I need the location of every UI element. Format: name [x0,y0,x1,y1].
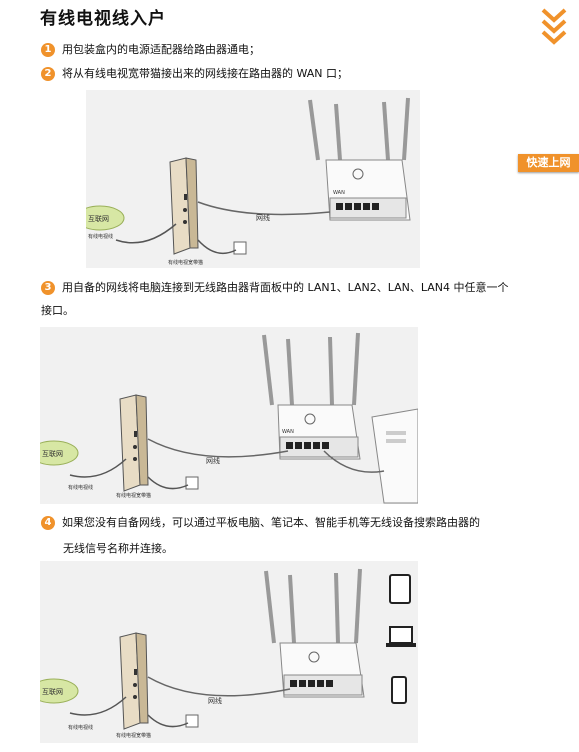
quick-internet-tab[interactable]: 快速上网 [518,154,579,172]
modem-icon [169,157,199,255]
cloud-icon: 互联网 [40,440,79,466]
step-text: 如果您没有自备网线，可以通过平板电脑、笔记本、智能手机等无线设备搜索路由器的 [62,516,480,529]
svg-text:有线电视线: 有线电视线 [88,233,113,240]
svg-text:有线电视宽带猫: 有线电视宽带猫 [168,259,203,266]
svg-text:有线电视线: 有线电视线 [68,724,93,731]
step-3: 3 用自备的网线将电脑连接到无线路由器背面板中的 LAN1、LAN2、LAN、LA… [41,279,509,297]
svg-text:互联网: 互联网 [88,214,109,223]
svg-text:有线电视宽带猫: 有线电视宽带猫 [116,732,151,739]
step-1: 1 用包装盒内的电源适配器给路由器通电； [41,41,260,59]
modem-icon [119,394,149,492]
svg-text:WAN: WAN [282,429,294,435]
svg-text:网线: 网线 [208,696,222,705]
router-icon: WAN [262,332,361,460]
step-2: 2 将从有线电视宽带猫接出来的网线接在路由器的 WAN 口； [41,65,348,83]
step-4-continued: 无线信号名称并连接。 [63,542,173,555]
smartphone-icon [391,676,407,704]
step-text: 用包装盒内的电源适配器给路由器通电； [62,43,260,56]
cloud-icon: 互联网 [86,205,125,231]
svg-text:互联网: 互联网 [42,449,63,458]
desktop-computer-icon [371,408,418,504]
svg-text:网线: 网线 [206,456,220,465]
step-text: 将从有线电视宽带猫接出来的网线接在路由器的 WAN 口； [62,67,349,80]
step-number-badge: 3 [41,281,55,295]
svg-text:有线电视线: 有线电视线 [68,484,93,491]
router-icon: WAN [308,97,411,221]
wan-connection-diagram: WAN 互联网 有线电视线 有线电视宽带猫 网线 [86,90,420,268]
step-number-badge: 2 [41,67,55,81]
step-text: 用自备的网线将电脑连接到无线路由器背面板中的 LAN1、LAN2、LAN、LAN… [62,281,509,294]
cloud-icon: 互联网 [40,678,79,704]
modem-icon [119,632,149,730]
step-number-badge: 4 [41,516,55,530]
wireless-connection-diagram: 互联网 有线电视线 有线电视宽带猫 网线 [40,561,418,743]
step-3-continued: 接口。 [41,304,74,317]
laptop-icon [386,626,416,647]
svg-text:网线: 网线 [256,213,270,222]
svg-text:互联网: 互联网 [42,687,63,696]
step-4: 4 如果您没有自备网线，可以通过平板电脑、笔记本、智能手机等无线设备搜索路由器的 [41,514,480,532]
page-title: 有线电视线入户 [40,9,166,29]
step-number-badge: 1 [41,43,55,57]
lan-connection-diagram: WAN 互联网 有线电视线 有线电视宽带猫 网线 [40,327,418,504]
router-icon [264,568,365,698]
tablet-icon [389,574,411,604]
svg-text:WAN: WAN [333,190,345,196]
svg-text:有线电视宽带猫: 有线电视宽带猫 [116,492,151,499]
chevron-down-icon [541,8,567,45]
